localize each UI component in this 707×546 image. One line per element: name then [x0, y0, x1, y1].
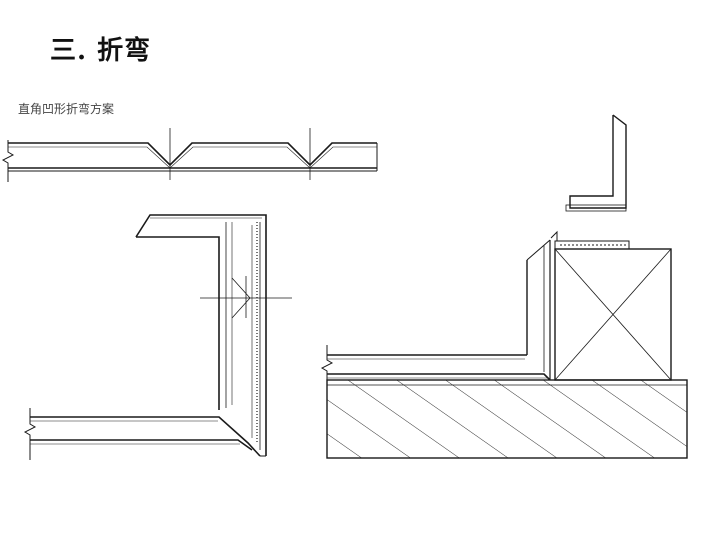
- installation-detail: [320, 114, 688, 459]
- bent-panel: [23, 214, 292, 460]
- v-groove-strip: [1, 128, 378, 182]
- page-title: 三. 折弯: [50, 36, 152, 66]
- diagram-caption: 直角凹形折弯方案: [18, 102, 115, 116]
